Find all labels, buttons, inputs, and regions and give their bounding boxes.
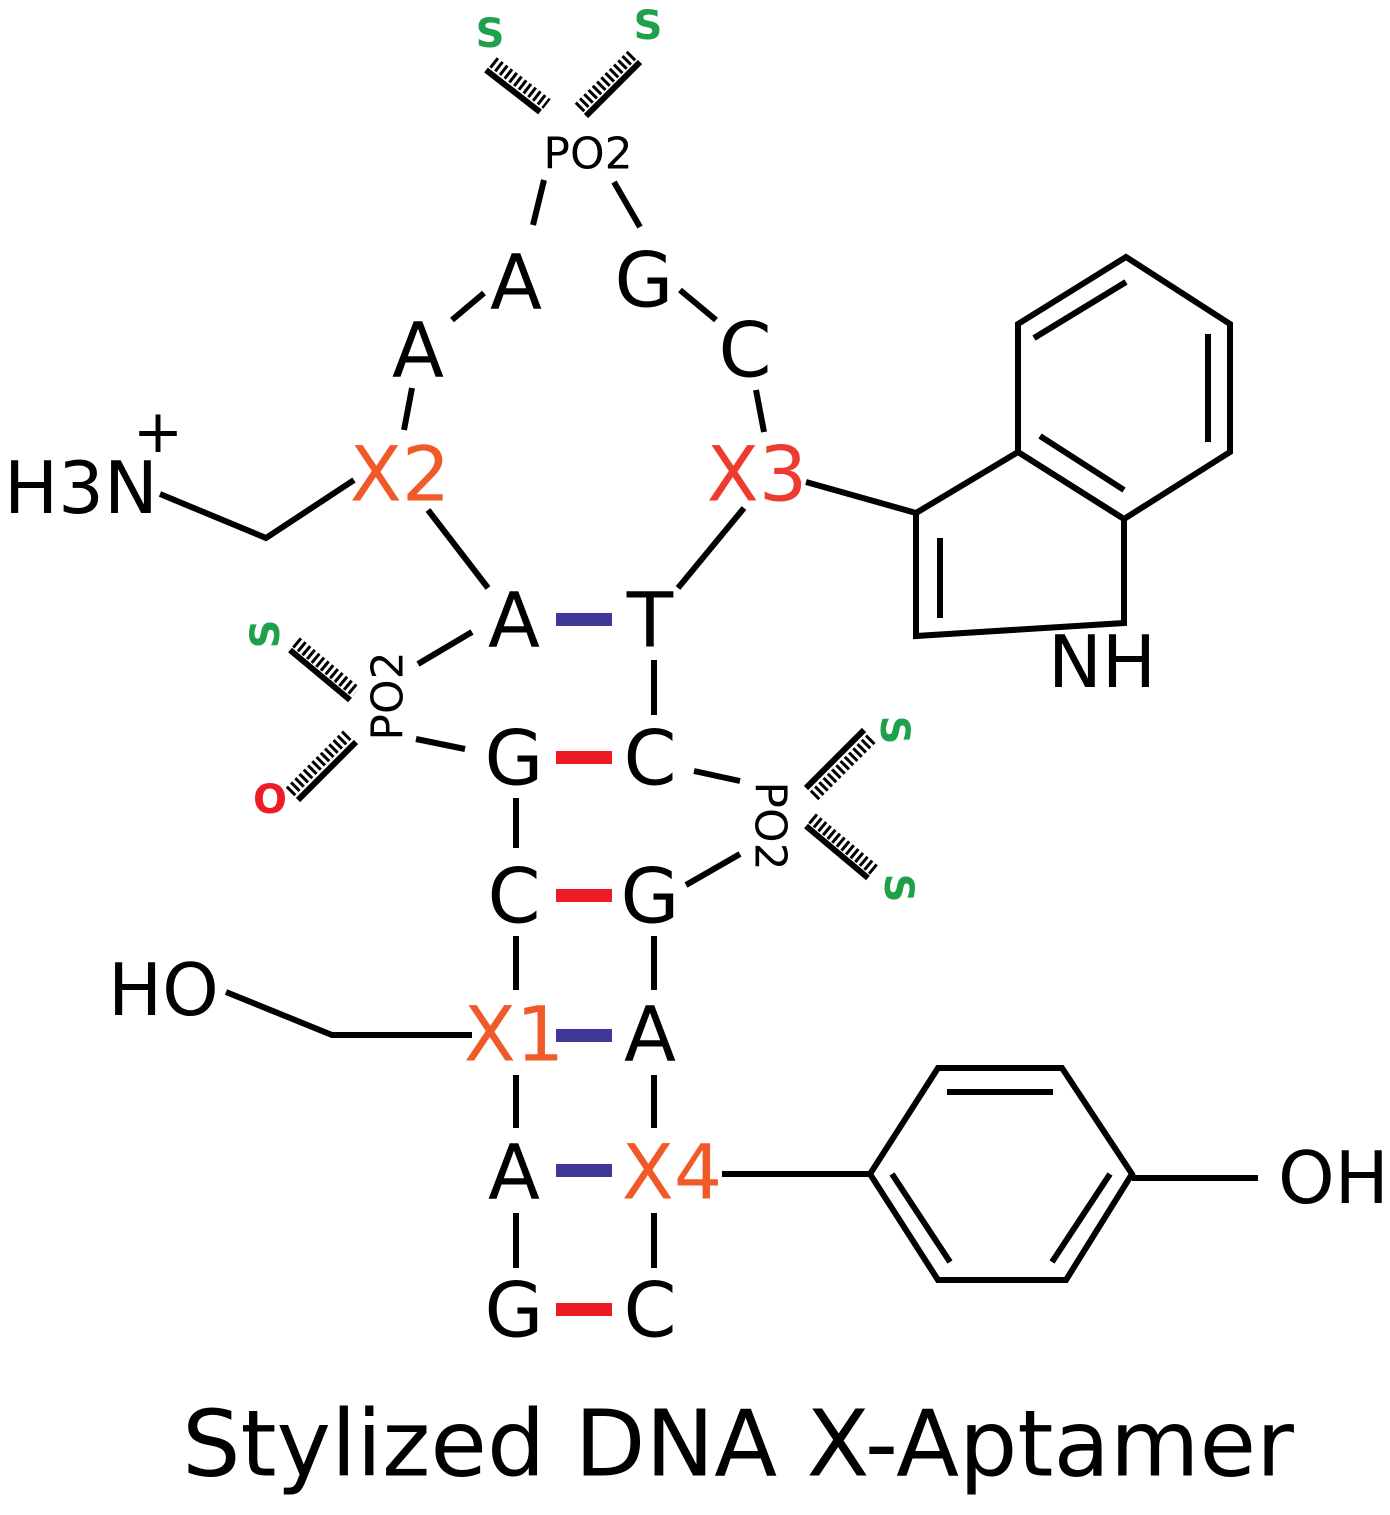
loop-base-g: G xyxy=(615,236,674,325)
pair-bar-1 xyxy=(556,613,612,626)
hydroxyl-chain xyxy=(224,989,472,1038)
stem-right-base-1: T xyxy=(626,576,674,665)
stem-left-base-6: G xyxy=(485,1266,544,1355)
pair-bar-2 xyxy=(556,751,612,764)
loop-base-c: C xyxy=(718,306,771,395)
sulfur-atom-right-bottom: S xyxy=(875,874,921,903)
pair-bar-3 xyxy=(556,889,612,902)
stem-right-base-3: G xyxy=(621,852,680,941)
sulfur-atom-top-right: S xyxy=(634,3,663,49)
stem-left-base-1: A xyxy=(488,576,540,665)
stem-right-base-x4: X4 xyxy=(622,1128,722,1217)
stem-left-base-2: G xyxy=(485,714,544,803)
stem-left-base-x1: X1 xyxy=(464,990,564,1079)
diagram-title: Stylized DNA X-Aptamer xyxy=(182,1391,1294,1498)
loop-base-a2: A xyxy=(490,238,542,327)
phosphate-left: PO2 xyxy=(363,651,414,740)
amine-charge-label: + xyxy=(133,397,183,467)
loop-base-a1: A xyxy=(392,306,444,395)
indole-nh-label: NH xyxy=(1048,620,1156,704)
stem-right-base-6: C xyxy=(623,1266,676,1355)
amine-group-label: H3N xyxy=(4,446,158,530)
amine-chain xyxy=(158,477,356,542)
sulfur-atom-top-left: S xyxy=(476,11,505,57)
oxygen-atom-left: O xyxy=(253,777,287,823)
sulfur-atom-right-top: S xyxy=(871,716,917,745)
stem-right-base-2: C xyxy=(623,714,676,803)
indole-ring xyxy=(805,253,1233,640)
phosphate-right: PO2 xyxy=(745,781,796,870)
stem-right-base-4: A xyxy=(624,990,676,1079)
phosphate-top: PO2 xyxy=(543,129,632,180)
pair-bar-5 xyxy=(556,1164,612,1177)
backbone-bonds xyxy=(401,179,767,1268)
phenol-ring xyxy=(722,1065,1258,1283)
pair-bar-6 xyxy=(556,1303,612,1316)
stem-left-base-3: C xyxy=(487,852,540,941)
modified-base-x2: X2 xyxy=(350,430,450,519)
phosphate-s-bonds xyxy=(285,50,878,881)
hydroxyl-left-label: HO xyxy=(108,948,219,1032)
hydroxyl-right-label: OH xyxy=(1278,1136,1389,1220)
modified-base-x3: X3 xyxy=(707,430,807,519)
pair-bar-4 xyxy=(556,1029,612,1042)
pairing-bars xyxy=(556,613,612,1316)
sulfur-atom-left: S xyxy=(243,620,289,649)
stem-left-base-5: A xyxy=(488,1128,540,1217)
